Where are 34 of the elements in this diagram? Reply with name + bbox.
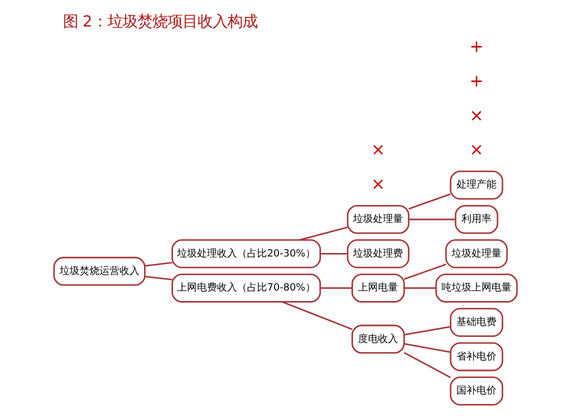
connector [404,342,450,353]
connector [144,276,172,280]
node-box: 垃圾处理量 [346,204,410,234]
node-box: 上网电量 [351,274,405,303]
node-box: 垃圾处理量 [445,239,508,268]
label: + [470,36,484,56]
node-box: 垃圾处理费 [346,239,410,268]
label: × [470,104,484,125]
node-box: 基础电费 [450,308,504,337]
label: + [470,70,484,90]
node-box: 国补电价 [450,376,504,406]
label: × [371,139,386,160]
connector [408,193,451,210]
connector [282,301,352,330]
connector [408,218,456,220]
node-box: 上网电费收入（占比70-80%） [172,274,321,303]
node-box: 省补电价 [450,342,504,372]
connector [404,264,446,280]
connector [404,326,450,336]
node-box: 处理产能 [450,170,504,200]
connector [320,287,352,289]
node-box: 利用率 [454,204,498,234]
connector [404,352,451,378]
connector [299,226,348,241]
node-box: 垃圾处理收入（占比20-30%） [172,239,321,268]
label: × [371,173,386,194]
node-box: 度电收入 [351,324,405,354]
label: × [470,139,484,160]
connector [320,253,348,255]
node-box: 吨垃圾上网电量 [435,274,518,303]
node-box: 垃圾焚烧运营收入 [53,256,146,286]
connector [144,262,172,267]
connector [404,287,436,289]
diagram-title: 图 2：垃圾焚烧项目收入构成 [62,12,258,30]
